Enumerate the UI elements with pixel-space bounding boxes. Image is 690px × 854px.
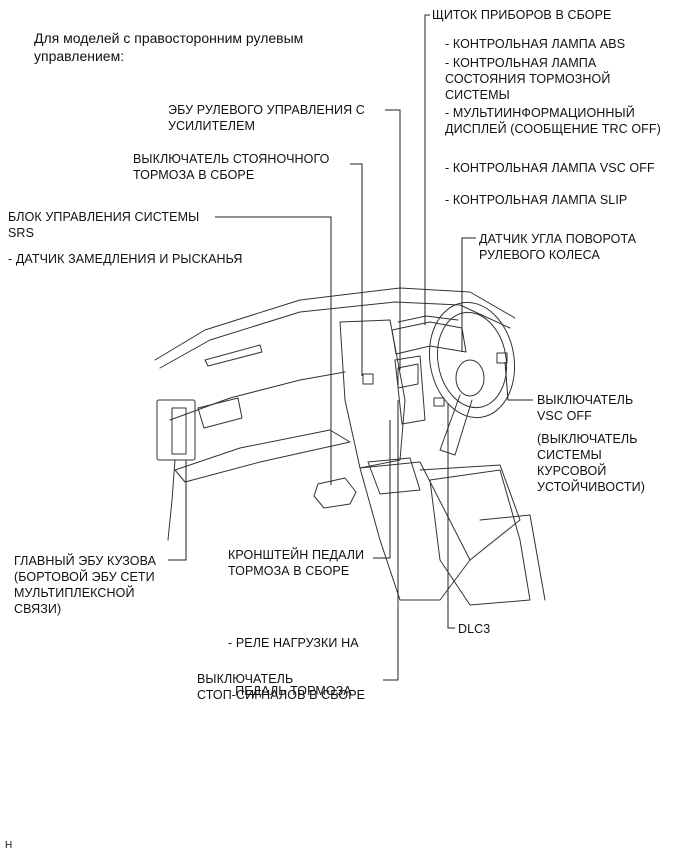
main-body-ecu-text-1: ГЛАВНЫЙ ЭБУ КУЗОВА <box>14 554 157 568</box>
vsc-off-switch-shape <box>496 352 508 364</box>
brake-relay-text-2: ПЕДАЛЬ ТОРМОЗА <box>228 684 352 698</box>
abs-lamp-text: - КОНТРОЛЬНАЯ ЛАМПА ABS <box>445 37 626 51</box>
lower-trim <box>174 429 351 483</box>
label-parking-brake-switch: ВЫКЛЮЧАТЕЛЬ СТОЯНОЧНОГО ТОРМОЗА В СБОРЕ <box>133 151 329 183</box>
parking-brake-text-2: ТОРМОЗА В СБОРЕ <box>133 168 255 182</box>
seat-cushion <box>479 514 546 601</box>
stop-lamp-text-1: ВЫКЛЮЧАТЕЛЬ <box>197 672 294 686</box>
stop-lamp-text-2: СТОП-СИГНАЛОВ В СБОРЕ <box>197 688 366 702</box>
brake-relay-text-1: - РЕЛЕ НАГРУЗКИ НА <box>228 636 359 650</box>
vsc-off-switch-text-2: VSC OFF <box>537 409 592 423</box>
label-steering-angle-sensor: ДАТЧИК УГЛА ПОВОРОТА РУЛЕВОГО КОЛЕСА <box>479 231 636 263</box>
label-dlc3: DLC3 <box>458 621 490 637</box>
eps-ecu-text-1: ЭБУ РУЛЕВОГО УПРАВЛЕНИЯ С <box>168 103 365 117</box>
pedal-bracket-shape <box>394 355 426 425</box>
vsc-off-lamp-text: - КОНТРОЛЬНАЯ ЛАМПА VSC OFF <box>445 161 655 175</box>
multi-display-text-2: ДИСПЛЕЙ (СООБЩЕНИЕ TRC OFF) <box>445 122 661 136</box>
dashboard-top-edge <box>154 287 516 361</box>
vsc-off-switch-text-5: КУРСОВОЙ <box>537 464 607 478</box>
vsc-off-switch-text-4: СИСТЕМЫ <box>537 448 602 462</box>
srs-unit-text-2: SRS <box>8 226 35 240</box>
parking-brake-text-1: ВЫКЛЮЧАТЕЛЬ СТОЯНОЧНОГО <box>133 152 330 166</box>
label-brake-pedal-bracket: КРОНШТЕЙН ПЕДАЛИ ТОРМОЗА В СБОРЕ <box>228 547 364 579</box>
dash-vent-left <box>204 344 263 367</box>
main-body-ecu-connector <box>171 407 187 455</box>
eps-ecu-shape <box>397 363 419 389</box>
slip-lamp-text: - КОНТРОЛЬНАЯ ЛАМПА SLIP <box>445 193 628 207</box>
leader-srs-unit <box>215 216 332 485</box>
dashboard-upper-shell <box>159 301 511 369</box>
leader-eps-ecu <box>385 109 401 370</box>
steering-sensor-text-1: ДАТЧИК УГЛА ПОВОРОТА <box>479 232 637 246</box>
console-armrest <box>419 464 521 561</box>
driver-seat <box>429 469 531 606</box>
srs-unit-shape <box>313 477 357 509</box>
heading-line-1: Для моделей с правосторонним рулевым <box>34 30 304 46</box>
label-srs-sensor: - ДАТЧИК ЗАМЕДЛЕНИЯ И РЫСКАНЬЯ <box>8 251 243 267</box>
cluster-hood <box>397 315 459 323</box>
label-stop-lamp-switch: ВЫКЛЮЧАТЕЛЬ СТОП-СИГНАЛОВ В СБОРЕ <box>197 671 365 703</box>
dlc3-shape <box>433 397 445 407</box>
eps-ecu-text-2: УСИЛИТЕЛЕМ <box>168 119 256 133</box>
steering-hub <box>455 359 485 397</box>
main-body-ecu-text-4: СВЯЗИ) <box>14 602 62 616</box>
dashboard-lower-shell <box>169 371 346 421</box>
center-stack <box>339 319 406 469</box>
leader-parking-brake <box>350 163 363 376</box>
gear-area <box>367 457 421 495</box>
heading-line-2: управлением: <box>34 48 125 64</box>
multi-display-text-1: - МУЛЬТИИНФОРМАЦИОННЫЙ <box>445 106 635 120</box>
leader-dlc3 <box>447 404 455 629</box>
leader-stop-lamp-switch <box>383 400 399 681</box>
brake-lamp-text-1: - КОНТРОЛЬНАЯ ЛАМПА <box>445 56 597 70</box>
steering-column <box>439 394 473 456</box>
vsc-off-switch-text-1: ВЫКЛЮЧАТЕЛЬ <box>537 393 634 407</box>
dlc3-text: DLC3 <box>458 622 491 636</box>
leader-brake-pedal-bracket <box>373 420 391 559</box>
label-brake-load-relay: - РЕЛЕ НАГРУЗКИ НА ПЕДАЛЬ ТОРМОЗА <box>228 603 359 731</box>
glovebox <box>197 397 243 429</box>
diagram-heading: Для моделей с правосторонним рулевым упр… <box>34 29 303 65</box>
leader-instrument-cluster <box>424 14 430 325</box>
srs-unit-text-1: БЛОК УПРАВЛЕНИЯ СИСТЕМЫ <box>8 210 200 224</box>
vsc-off-switch-text-3: (ВЫКЛЮЧАТЕЛЬ <box>537 432 638 446</box>
main-body-ecu-harness <box>167 459 176 541</box>
label-srs-unit: БЛОК УПРАВЛЕНИЯ СИСТЕМЫ SRS <box>8 209 199 241</box>
leader-vsc-off-switch <box>504 361 533 401</box>
label-cluster-abs-lamp: - КОНТРОЛЬНАЯ ЛАМПА ABS <box>445 36 625 52</box>
label-vsc-off-switch: ВЫКЛЮЧАТЕЛЬ VSC OFF (ВЫКЛЮЧАТЕЛЬ СИСТЕМЫ… <box>537 392 645 495</box>
leader-main-body-ecu <box>168 460 187 561</box>
srs-sensor-text: - ДАТЧИК ЗАМЕДЛЕНИЯ И РЫСКАНЬЯ <box>8 252 243 266</box>
brake-pedal-text-1: КРОНШТЕЙН ПЕДАЛИ <box>228 548 365 562</box>
steering-wheel-inner <box>436 311 508 409</box>
brake-pedal-text-2: ТОРМОЗА В СБОРЕ <box>228 564 350 578</box>
label-cluster-slip-lamp: - КОНТРОЛЬНАЯ ЛАМПА SLIP <box>445 192 627 208</box>
label-main-body-ecu: ГЛАВНЫЙ ЭБУ КУЗОВА (БОРТОВОЙ ЭБУ СЕТИ МУ… <box>14 553 156 617</box>
brake-lamp-text-2: СОСТОЯНИЯ ТОРМОЗНОЙ <box>445 72 611 86</box>
vsc-off-switch-spacer <box>537 424 645 431</box>
leader-steering-sensor <box>461 237 476 352</box>
console-tunnel <box>359 461 471 601</box>
parking-brake-switch-shape <box>362 373 374 385</box>
main-body-ecu-shape <box>156 399 196 461</box>
brake-lamp-text-3: СИСТЕМЫ <box>445 88 510 102</box>
instrument-cluster-title: ЩИТОК ПРИБОРОВ В СБОРЕ <box>432 8 612 22</box>
footer-mark: H <box>5 840 13 851</box>
cluster-housing <box>391 321 467 355</box>
vsc-off-switch-text-6: УСТОЙЧИВОСТИ) <box>537 480 645 494</box>
label-cluster-multi-display: - МУЛЬТИИНФОРМАЦИОННЫЙ ДИСПЛЕЙ (СООБЩЕНИ… <box>445 105 661 137</box>
label-instrument-cluster: ЩИТОК ПРИБОРОВ В СБОРЕ <box>432 7 611 23</box>
steering-sensor-text-2: РУЛЕВОГО КОЛЕСА <box>479 248 600 262</box>
label-cluster-vsc-off-lamp: - КОНТРОЛЬНАЯ ЛАМПА VSC OFF <box>445 160 655 176</box>
main-body-ecu-text-2: (БОРТОВОЙ ЭБУ СЕТИ <box>14 570 155 584</box>
label-eps-ecu: ЭБУ РУЛЕВОГО УПРАВЛЕНИЯ С УСИЛИТЕЛЕМ <box>168 102 365 134</box>
main-body-ecu-text-3: МУЛЬТИПЛЕКСНОЙ <box>14 586 135 600</box>
label-cluster-brake-lamp: - КОНТРОЛЬНАЯ ЛАМПА СОСТОЯНИЯ ТОРМОЗНОЙ … <box>445 55 610 103</box>
